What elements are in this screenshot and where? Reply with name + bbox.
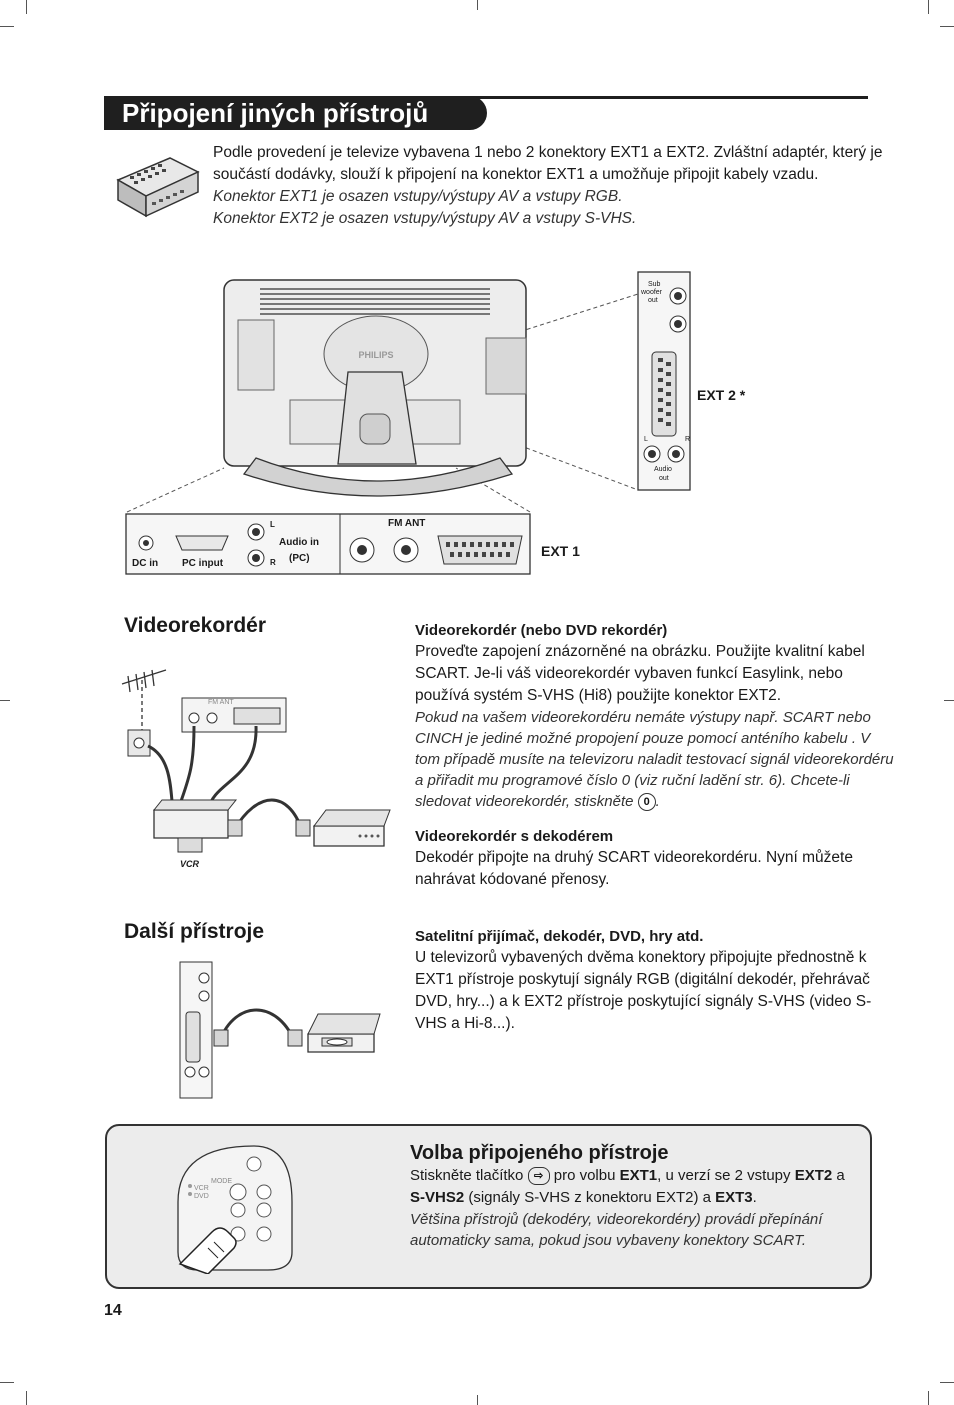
side-audio-out-label: out [659, 475, 669, 482]
tv-rear-diagram: PHILIPS [125, 271, 691, 575]
remote-control-illustration [177, 1145, 293, 1274]
other-devices-text-block: Satelitní přijímač, dekodér, DVD, hry at… [415, 926, 885, 1035]
fm-ant-label: FM ANT [388, 518, 426, 529]
brand-logo: PHILIPS [358, 350, 393, 360]
vcr-heading: Videorekordér [124, 614, 267, 637]
crop-mark [0, 1382, 14, 1383]
vcr-italic-text: Pokud na vašem videorekordéru nemáte výs… [415, 709, 894, 810]
ext1-label: EXT 1 [541, 543, 580, 559]
device-selection-heading: Volba připojeného přístroje [410, 1142, 669, 1164]
woofer-label: woofer [641, 289, 663, 296]
av-source-key-icon: ⇨ [527, 1167, 550, 1186]
vcr-fm-ant-label: FM ANT [208, 699, 234, 706]
side-audio-label: Audio [654, 466, 672, 473]
volba-italic-note: Většina přístrojů (dekodéry, videorekord… [410, 1211, 823, 1249]
sub-label: Sub [648, 281, 661, 288]
crop-mark [940, 26, 954, 27]
ext2-label: EXT 2 * [697, 387, 746, 403]
remote-vcr-label: VCR [194, 1185, 209, 1192]
crop-mark [944, 700, 954, 701]
title-rule [104, 96, 868, 99]
vcr-subheading: Videorekordér (nebo DVD rekordér) [415, 622, 668, 639]
device-selection-text: Volba připojeného přístroje Stiskněte tl… [410, 1142, 850, 1251]
intro-text: Podle provedení je televize vybavena 1 n… [213, 142, 903, 230]
crop-mark [0, 26, 14, 27]
crop-mark [0, 700, 10, 701]
audio-r-label: R [270, 558, 276, 567]
other-devices-paragraph: U televizorů vybavených dvěma konektory … [415, 949, 872, 1032]
scart-adapter-image [116, 157, 200, 218]
dc-in-label: DC in [132, 558, 159, 569]
volba-ext1: EXT1 [619, 1167, 658, 1184]
audio-l-label: L [270, 520, 275, 529]
intro-ext1-note: Konektor EXT1 je osazen vstupy/výstupy A… [213, 188, 623, 205]
side-r-label: R [685, 436, 691, 443]
volba-ext2: EXT2 [794, 1167, 833, 1184]
remote-dvd-label: DVD [194, 1193, 209, 1200]
volba-text-2: pro volbu [553, 1167, 616, 1184]
vcr-text-block: Videorekordér (nebo DVD rekordér) Proveď… [415, 620, 895, 891]
intro-paragraph: Podle provedení je televize vybavena 1 n… [213, 144, 883, 183]
other-devices-heading: Další přístroje [124, 920, 265, 943]
page-title: Připojení jiných přístrojů [122, 98, 429, 128]
crop-mark [928, 0, 929, 14]
volba-text-1: Stiskněte tlačítko [410, 1167, 524, 1184]
crop-mark [26, 1391, 27, 1405]
volba-ext3: EXT3 [715, 1189, 753, 1206]
crop-mark [928, 1391, 929, 1405]
zero-key-icon: 0 [637, 793, 656, 812]
crop-mark [477, 1395, 478, 1405]
crop-mark [477, 0, 478, 10]
volba-svhs2: S-VHS2 [410, 1189, 465, 1206]
volba-text-3: , u verzí se 2 vstupy [657, 1167, 791, 1184]
vcr-decoder-paragraph: Dekodér připojte na druhý SCART videorek… [415, 849, 853, 888]
volba-text-4: a [836, 1167, 845, 1184]
woofer-out-label: out [648, 297, 658, 304]
other-devices-subheading: Satelitní přijímač, dekodér, DVD, hry at… [415, 928, 704, 945]
vcr-decoder-subheading: Videorekordér s dekodérem [415, 828, 614, 845]
vcr-connection-diagram [121, 669, 391, 853]
audio-in-label: Audio in [279, 537, 319, 548]
page-number: 14 [104, 1302, 122, 1319]
volba-text-5: (signály S-VHS z konektoru EXT2) a [468, 1189, 711, 1206]
vcr-italic-note: Pokud na vašem videorekordéru nemáte výs… [415, 709, 894, 812]
pc-input-label: PC input [182, 558, 224, 569]
audio-pc-label: (PC) [289, 553, 310, 564]
title-banner [104, 96, 487, 130]
crop-mark [940, 1382, 954, 1383]
intro-ext2-note: Konektor EXT2 je osazen vstupy/výstupy A… [213, 210, 637, 227]
vcr-paragraph: Proveďte zapojení znázorněné na obrázku.… [415, 643, 865, 704]
crop-mark [26, 0, 27, 14]
vcr-label: VCR [180, 859, 200, 869]
other-devices-diagram [179, 961, 381, 1099]
remote-mode-label: MODE [211, 1178, 232, 1185]
side-l-label: L [644, 436, 648, 443]
volba-text-6: . [752, 1189, 757, 1206]
